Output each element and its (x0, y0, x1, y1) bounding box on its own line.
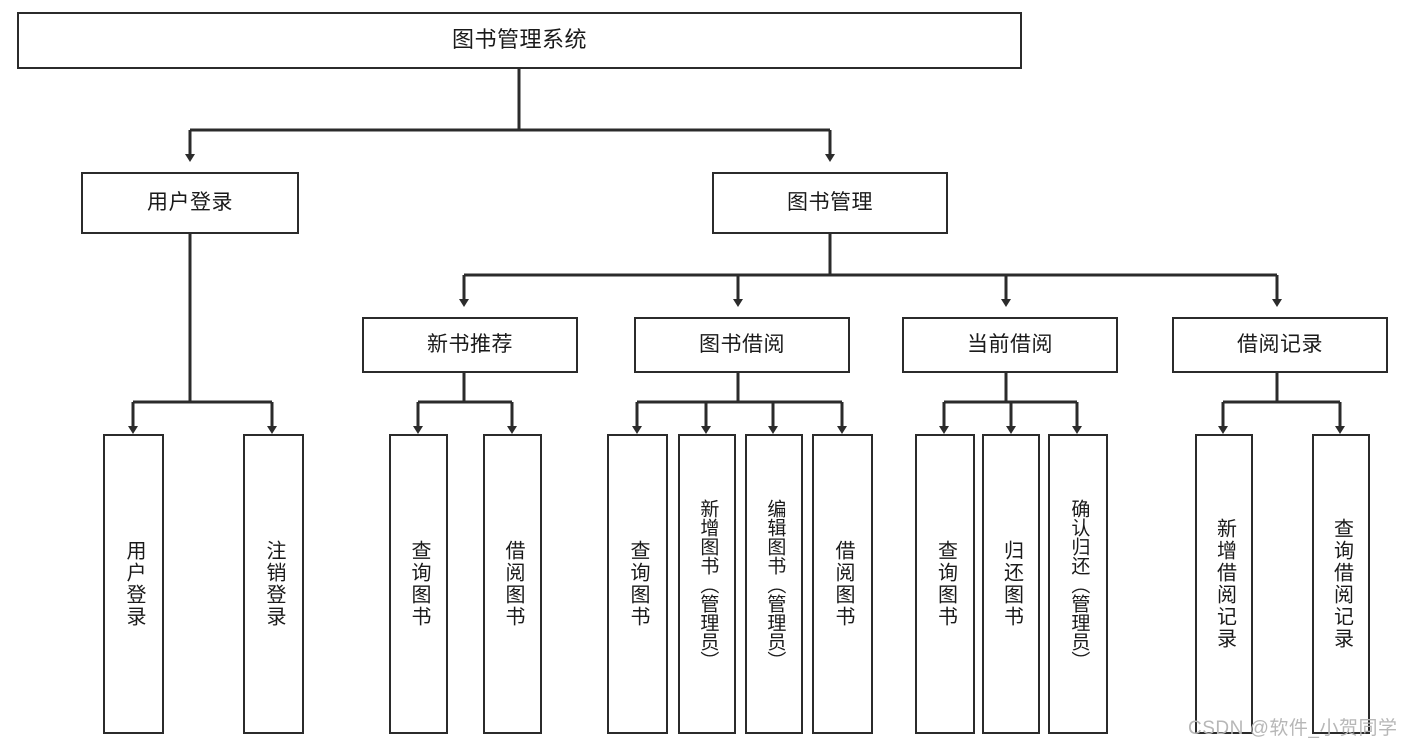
leaf-borrow-books-newbook[interactable]: 借阅图书 (483, 434, 542, 734)
node-root-system[interactable]: 图书管理系统 (17, 12, 1022, 69)
leaf-confirm-return-admin-label: 确认归还（管理员） (1068, 498, 1090, 670)
node-book-borrow[interactable]: 图书借阅 (634, 317, 850, 373)
node-user-login[interactable]: 用户登录 (81, 172, 299, 234)
leaf-borrow-book-label: 借阅图书 (832, 540, 854, 628)
leaf-logout[interactable]: 注销登录 (243, 434, 304, 734)
leaf-query-books-current[interactable]: 查询图书 (915, 434, 975, 734)
leaf-query-books-borrow[interactable]: 查询图书 (607, 434, 668, 734)
leaf-add-borrow-record-label: 新增借阅记录 (1213, 518, 1236, 650)
leaf-add-book-admin[interactable]: 新增图书（管理员） (678, 434, 736, 734)
leaf-edit-book-admin-label: 编辑图书（管理员） (764, 498, 786, 670)
leaf-logout-label: 注销登录 (263, 540, 285, 628)
leaf-query-books-newbook-label: 查询图书 (408, 540, 430, 628)
node-new-book-recommend-label: 新书推荐 (427, 333, 513, 357)
leaf-query-books-borrow-label: 查询图书 (627, 540, 649, 628)
leaf-user-login[interactable]: 用户登录 (103, 434, 164, 734)
node-book-management-label: 图书管理 (787, 191, 873, 215)
node-current-borrow[interactable]: 当前借阅 (902, 317, 1118, 373)
leaf-query-books-newbook[interactable]: 查询图书 (389, 434, 448, 734)
leaf-add-borrow-record[interactable]: 新增借阅记录 (1195, 434, 1253, 734)
leaf-confirm-return-admin[interactable]: 确认归还（管理员） (1048, 434, 1108, 734)
leaf-add-book-admin-label: 新增图书（管理员） (697, 498, 719, 670)
leaf-query-borrow-record[interactable]: 查询借阅记录 (1312, 434, 1370, 734)
leaf-borrow-book[interactable]: 借阅图书 (812, 434, 873, 734)
node-borrow-records-label: 借阅记录 (1237, 333, 1323, 357)
leaf-query-books-current-label: 查询图书 (934, 540, 957, 628)
leaf-borrow-books-newbook-label: 借阅图书 (502, 540, 524, 628)
node-user-login-label: 用户登录 (147, 191, 233, 215)
leaf-return-book-label: 归还图书 (1000, 540, 1023, 628)
leaf-user-login-label: 用户登录 (123, 540, 145, 628)
node-book-management[interactable]: 图书管理 (712, 172, 948, 234)
node-new-book-recommend[interactable]: 新书推荐 (362, 317, 578, 373)
leaf-return-book[interactable]: 归还图书 (982, 434, 1040, 734)
node-borrow-records[interactable]: 借阅记录 (1172, 317, 1388, 373)
leaf-edit-book-admin[interactable]: 编辑图书（管理员） (745, 434, 803, 734)
node-current-borrow-label: 当前借阅 (967, 333, 1053, 357)
leaf-query-borrow-record-label: 查询借阅记录 (1330, 518, 1353, 650)
node-book-borrow-label: 图书借阅 (699, 333, 785, 357)
csdn-watermark: CSDN @软件_小贺同学 (1188, 718, 1398, 739)
node-root-system-label: 图书管理系统 (451, 27, 587, 53)
